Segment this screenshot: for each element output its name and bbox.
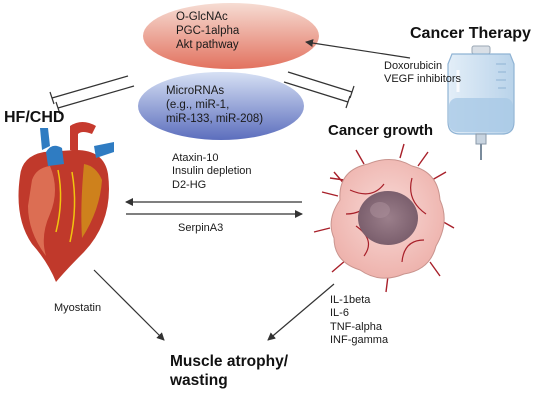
crosstalk-factor: Insulin depletion xyxy=(172,165,252,178)
muscle-atrophy-line: wasting xyxy=(170,372,228,390)
hf-chd-label: HF/CHD xyxy=(4,109,65,126)
blue-ellipse-line: MicroRNAs xyxy=(166,85,225,97)
blue-ellipse-text: MicroRNAs (e.g., miR-1, miR-133, miR-208… xyxy=(166,84,263,126)
arrow-cancer-to-muscle xyxy=(267,283,335,341)
pink-ellipse-line: PGC-1alpha xyxy=(176,25,240,38)
crosstalk-factors: Ataxin-10 Insulin depletion D2-HG xyxy=(172,152,252,192)
therapy-agent: VEGF inhibitors xyxy=(384,73,462,86)
blue-ellipse-line: miR-133, miR-208) xyxy=(166,113,264,126)
myostatin-label: Myostatin xyxy=(54,302,102,314)
iv-bag-icon xyxy=(447,45,515,160)
cytokine-list: IL-1beta IL-6 TNF-alpha INF-gamma xyxy=(330,294,388,348)
crosstalk-factor: D2-HG xyxy=(172,178,207,191)
pink-ellipse xyxy=(143,3,319,69)
heart-icon xyxy=(18,122,114,282)
serpin-label: SerpinA3 xyxy=(178,222,224,234)
muscle-atrophy-line: Muscle atrophy/ xyxy=(170,353,288,370)
arrow-therapy-to-ellipse xyxy=(305,39,411,59)
cytokine: IL-6 xyxy=(330,307,349,320)
cancer-therapy-label: Cancer Therapy xyxy=(410,25,531,42)
muscle-atrophy-label: Muscle atrophy/ wasting xyxy=(170,352,288,391)
crosstalk-factor: Ataxin-10 xyxy=(172,152,219,164)
pink-ellipse-line: O-GlcNAc xyxy=(176,11,228,23)
cytokine: TNF-alpha xyxy=(330,320,382,333)
blue-ellipse xyxy=(138,72,304,140)
cytokine: IL-1beta xyxy=(330,294,371,306)
therapy-agents: Doxorubicin VEGF inhibitors xyxy=(384,60,461,87)
inhibition-to-cancer xyxy=(283,71,355,109)
therapy-agent: Doxorubicin xyxy=(384,60,443,72)
pink-ellipse-line: Akt pathway xyxy=(176,39,239,52)
pink-ellipse-text: O-GlcNAc PGC-1alpha Akt pathway xyxy=(176,10,239,52)
arrow-heart-to-muscle xyxy=(93,269,165,341)
blue-ellipse-line: (e.g., miR-1, xyxy=(166,99,230,112)
cytokine: INF-gamma xyxy=(330,334,389,347)
inhibition-to-heart xyxy=(49,75,135,115)
cancer-growth-label: Cancer growth xyxy=(328,122,434,139)
tumor-icon xyxy=(313,143,455,293)
